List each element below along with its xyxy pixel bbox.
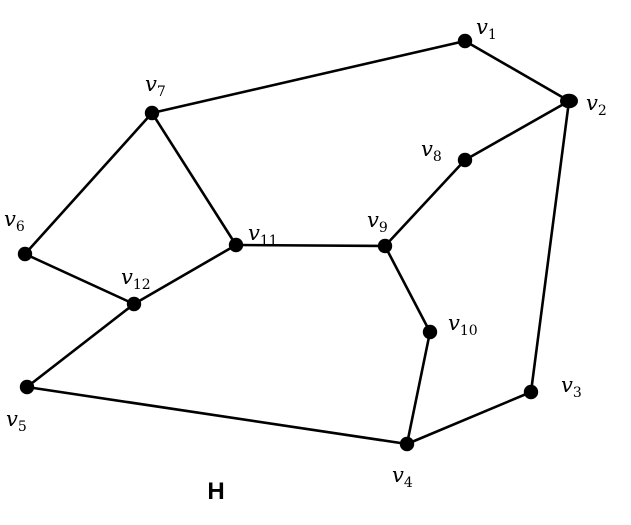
vertex-v2: [560, 93, 578, 109]
edge-v2-v8: [463, 99, 571, 162]
vertex-v7: [144, 105, 160, 121]
vertex-v8: [457, 152, 473, 168]
edge-v6-v7: [23, 111, 154, 256]
edge-v7-v11: [150, 111, 238, 247]
vertex-label-v3: v3: [561, 373, 582, 401]
vertex-layer: [17, 33, 578, 452]
vertex-v11: [228, 237, 244, 253]
vertex-label-v4: v4: [392, 463, 413, 491]
vertex-v10: [422, 324, 438, 340]
vertex-label-v1: v1: [476, 15, 497, 43]
vertex-label-v9: v9: [367, 208, 388, 236]
edge-v9-v10: [383, 244, 432, 334]
edge-v3-v4: [405, 390, 533, 446]
vertex-label-v5: v5: [6, 407, 27, 435]
vertex-v3: [523, 384, 539, 400]
vertex-label-v12: v12: [121, 265, 151, 293]
vertex-label-v7: v7: [145, 72, 166, 100]
vertex-v1: [457, 33, 473, 49]
edge-v1-v7: [150, 39, 467, 115]
edge-layer: [23, 39, 571, 446]
graph-title: H: [207, 478, 224, 505]
vertex-label-v8: v8: [421, 137, 442, 165]
label-layer: v1 v2 v3 v4 v5 v6 v7 v8 v9 v10 v11 v12: [4, 15, 607, 491]
vertex-v12: [126, 296, 142, 312]
edge-v8-v9: [383, 158, 467, 248]
vertex-label-v11: v11: [248, 221, 278, 249]
vertex-v9: [377, 238, 393, 254]
vertex-label-v2: v2: [586, 91, 607, 119]
vertex-v5: [19, 379, 35, 395]
vertex-label-v10: v10: [448, 311, 478, 339]
edge-v6-v12: [23, 252, 136, 306]
edge-v1-v2: [463, 39, 571, 103]
vertex-v6: [17, 246, 33, 262]
vertex-label-v6: v6: [4, 207, 25, 235]
edge-v4-v5: [25, 385, 409, 446]
edge-v11-v9: [234, 243, 387, 248]
edge-v4-v10: [405, 330, 432, 446]
edge-v11-v12: [132, 243, 238, 306]
vertex-v4: [399, 436, 415, 452]
edge-v5-v12: [25, 302, 136, 389]
edge-v2-v3: [529, 99, 571, 394]
